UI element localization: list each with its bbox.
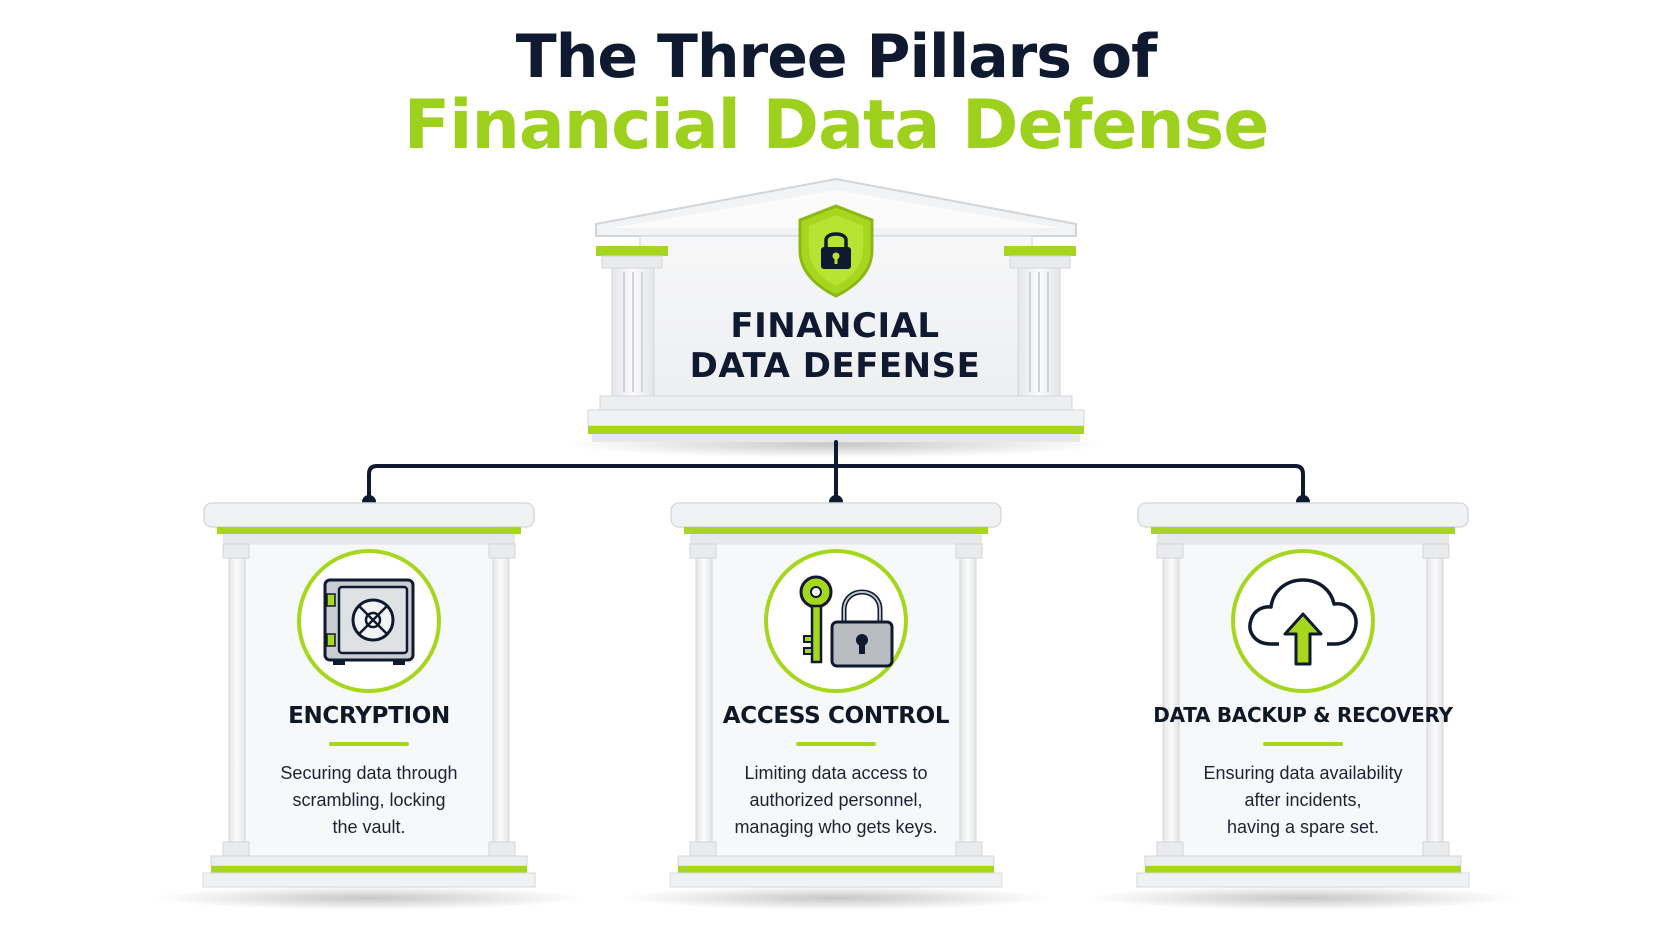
- shield-lock-icon: [798, 204, 874, 298]
- title-line-1: The Three Pillars of: [515, 22, 1157, 92]
- pillar-title-access-control: ACCESS CONTROL: [722, 703, 950, 729]
- pillar-desc-access-control: Limiting data access to authorized perso…: [691, 760, 981, 841]
- desc-line: managing who gets keys.: [734, 817, 938, 837]
- title-line-2: Financial Data Defense: [403, 86, 1270, 165]
- desc-line: scrambling, locking: [292, 790, 446, 810]
- desc-line: Limiting data access to: [744, 763, 928, 783]
- desc-line: Securing data through: [280, 763, 458, 783]
- desc-line: having a spare set.: [1226, 817, 1380, 837]
- desc-line: Ensuring data availability: [1203, 763, 1403, 783]
- desc-line: authorized personnel,: [749, 790, 923, 810]
- desc-line: the vault.: [332, 817, 406, 837]
- pillar-title-data-backup: DATA BACKUP & RECOVERY: [1153, 703, 1453, 727]
- main-temple-label: FINANCIAL DATA DEFENSE: [590, 306, 1080, 386]
- connector-lines: [367, 440, 1305, 502]
- main-temple: [566, 177, 1106, 458]
- pillar-desc-encryption: Securing data through scrambling, lockin…: [224, 760, 514, 841]
- pillar-underline-2: [796, 742, 876, 746]
- safe-vault-icon: [323, 578, 415, 665]
- pillar-underline-1: [329, 742, 409, 746]
- cloud-upload-icon: [1248, 578, 1358, 666]
- pillar-underline-3: [1263, 742, 1343, 746]
- key-padlock-icon: [799, 575, 894, 668]
- main-label-line-2: DATA DEFENSE: [689, 346, 981, 386]
- desc-line: after incidents,: [1244, 790, 1362, 810]
- pillar-card-encryption: [154, 502, 584, 910]
- main-label-line-1: FINANCIAL: [730, 306, 940, 346]
- pillar-title-encryption: ENCRYPTION: [288, 703, 450, 729]
- pillar-card-access-control: [621, 502, 1051, 910]
- pillar-desc-data-backup: Ensuring data availability after inciden…: [1158, 760, 1448, 841]
- pillar-card-data-backup: [1088, 502, 1518, 910]
